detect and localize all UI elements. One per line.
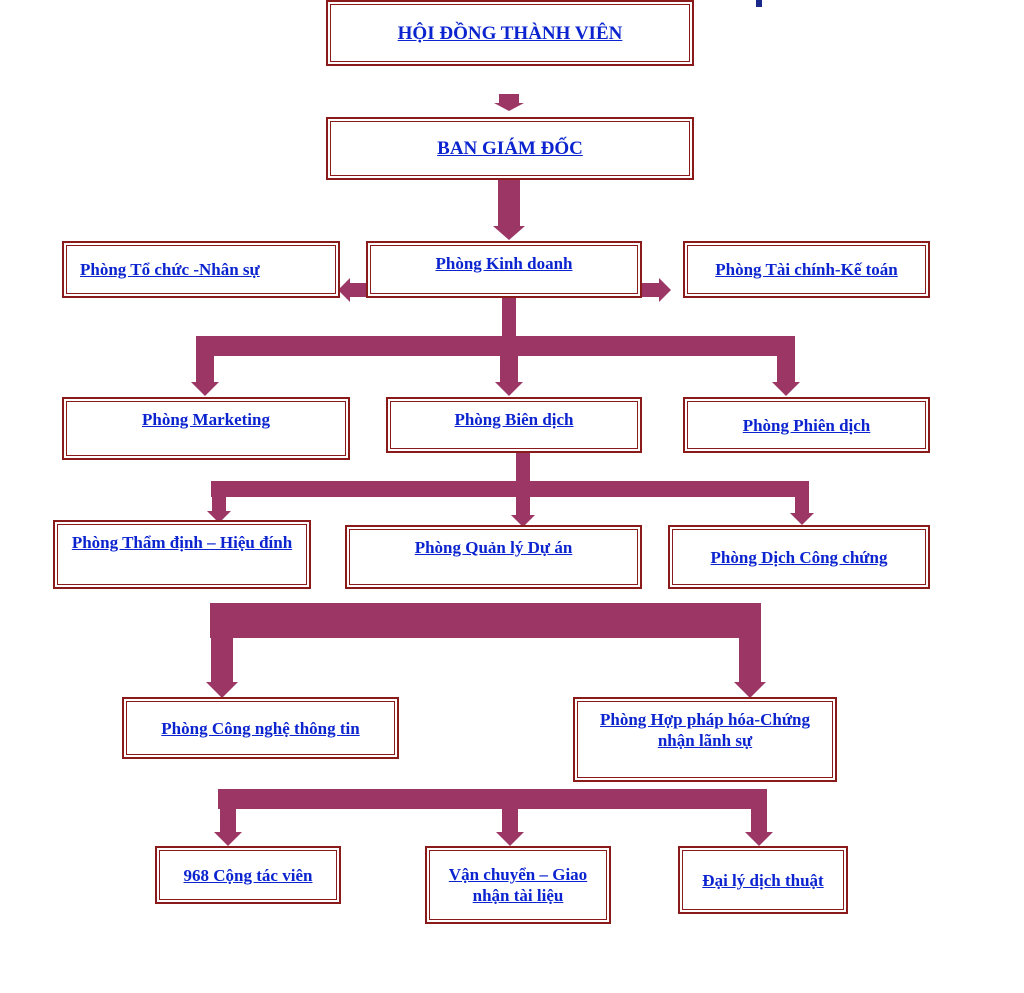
node-phong-hop-phap-hoa[interactable]: Phòng Hợp pháp hóa-Chứng nhận lãnh sự <box>573 697 837 782</box>
node-label[interactable]: Đại lý dịch thuật <box>702 870 824 890</box>
node-label[interactable]: Phòng Kinh doanh <box>435 254 573 273</box>
node-phong-phien-dich[interactable]: Phòng Phiên dịch <box>683 397 930 453</box>
arrow-to-tham-dinh <box>207 481 231 523</box>
bus-bottom <box>218 789 766 809</box>
node-phong-kinh-doanh[interactable]: Phòng Kinh doanh <box>366 241 642 298</box>
arrow-to-cong-nghe <box>206 603 238 698</box>
node-label[interactable]: Phòng Phiên dịch <box>742 415 871 435</box>
arrow-to-bien-dich <box>495 336 523 396</box>
node-phong-bien-dich[interactable]: Phòng Biên dịch <box>386 397 642 453</box>
arrow-to-cong-tac-vien <box>214 789 242 846</box>
node-label[interactable]: 968 Cộng tác viên <box>183 865 313 885</box>
node-van-chuyen-giao-nhan[interactable]: Vận chuyển – Giao nhận tài liệu <box>425 846 611 924</box>
node-label[interactable]: Phòng Marketing <box>142 410 270 429</box>
node-hoi-dong-thanh-vien[interactable]: HỘI ĐỒNG THÀNH VIÊN <box>326 0 694 66</box>
node-phong-tham-dinh-hieu-dinh[interactable]: Phòng Thẩm định – Hiệu đính <box>53 520 311 589</box>
node-phong-marketing[interactable]: Phòng Marketing <box>62 397 350 460</box>
node-label[interactable]: HỘI ĐỒNG THÀNH VIÊN <box>397 22 623 44</box>
arrow-to-quan-ly-du-an <box>511 481 535 527</box>
node-label[interactable]: Vận chuyển – Giao nhận tài liệu <box>448 865 588 905</box>
node-label[interactable]: Phòng Tài chính-Kế toán <box>715 260 898 279</box>
arrow-to-dai-ly <box>745 789 773 846</box>
node-label[interactable]: Phòng Hợp pháp hóa-Chứng nhận lãnh sự <box>599 710 810 750</box>
node-label[interactable]: Phòng Dịch Công chứng <box>710 547 888 567</box>
arrow-to-marketing <box>191 336 219 396</box>
node-label[interactable]: BAN GIÁM ĐỐC <box>437 138 583 159</box>
node-phong-quan-ly-du-an[interactable]: Phòng Quản lý Dự án <box>345 525 642 589</box>
node-ban-giam-doc[interactable]: BAN GIÁM ĐỐC <box>326 117 694 180</box>
arrow-to-tai-chinh <box>642 278 671 302</box>
node-label[interactable]: Phòng Quản lý Dự án <box>414 538 573 557</box>
arrow-to-dich-cong-chung <box>790 481 814 525</box>
bus-bien-dich <box>211 481 808 497</box>
trunk-bien-dich <box>516 453 530 483</box>
node-label[interactable]: Phòng Thẩm định – Hiệu đính <box>71 533 293 552</box>
arrow-to-phien-dich <box>772 336 800 396</box>
bus-middle <box>210 603 760 638</box>
node-label[interactable]: Phòng Công nghệ thông tin <box>161 718 360 738</box>
node-dai-ly-dich-thuat[interactable]: Đại lý dịch thuật <box>678 846 848 914</box>
node-phong-dich-cong-chung[interactable]: Phòng Dịch Công chứng <box>668 525 930 589</box>
arrow-ban-giam-doc-to-kinh-doanh <box>493 180 525 240</box>
arrow-to-to-chuc <box>338 278 367 302</box>
arrow-to-hop-phap-hoa <box>734 603 766 698</box>
bus-kinh-doanh <box>197 336 794 356</box>
node-label[interactable]: Phòng Tổ chức -Nhân sự <box>80 260 260 279</box>
node-phong-to-chuc-nhan-su[interactable]: Phòng Tổ chức -Nhân sự <box>62 241 340 298</box>
node-label[interactable]: Phòng Biên dịch <box>454 410 574 429</box>
node-phong-cong-nghe-thong-tin[interactable]: Phòng Công nghệ thông tin <box>122 697 399 759</box>
top-edge-mark <box>756 0 762 7</box>
node-968-cong-tac-vien[interactable]: 968 Cộng tác viên <box>155 846 341 904</box>
arrow-hoi-dong-to-ban-giam-doc <box>494 94 524 111</box>
node-phong-tai-chinh-ke-toan[interactable]: Phòng Tài chính-Kế toán <box>683 241 930 298</box>
trunk-kinh-doanh <box>502 298 516 336</box>
arrow-to-van-chuyen <box>496 789 524 846</box>
